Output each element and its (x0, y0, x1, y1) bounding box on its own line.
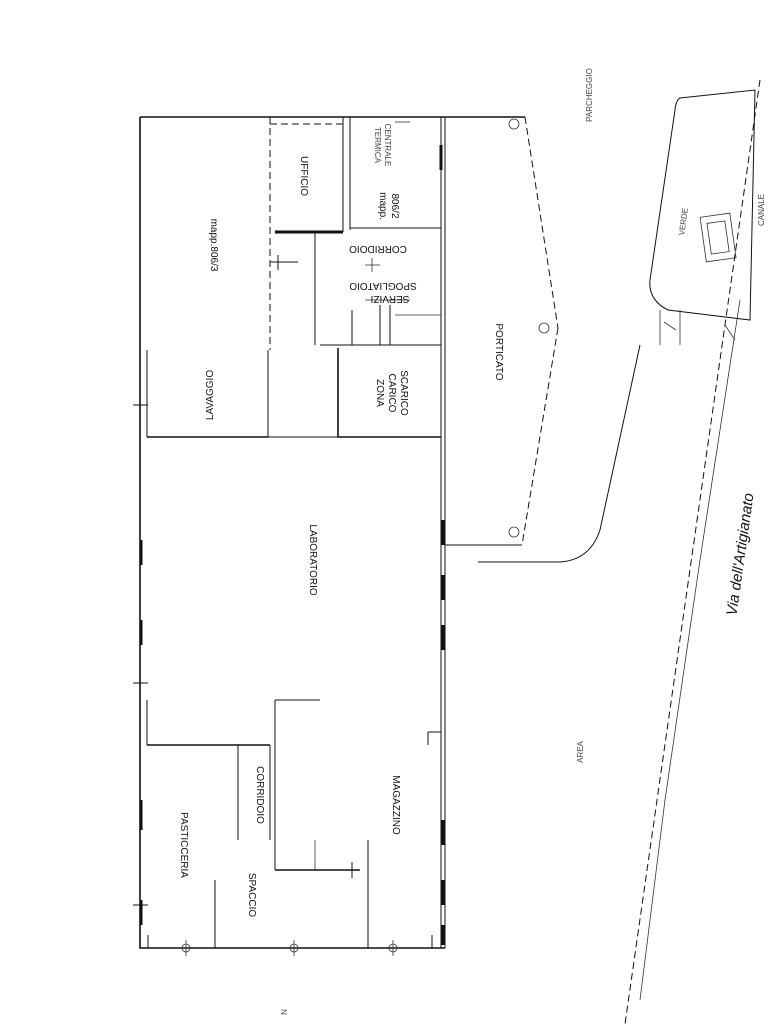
room-label-mapp-806-2b: 806/2 (389, 193, 400, 218)
room-label-corridoio-upper: CORRIDOIO (349, 243, 407, 254)
room-label-mapp-806-2a: mapp. (377, 192, 388, 220)
room-label-carico: CARICO (386, 374, 397, 413)
building-outline (133, 116, 525, 949)
site-label-verde: VERDE (677, 207, 690, 236)
room-label-zona: ZONA (374, 379, 385, 407)
upper-block-walls (147, 117, 298, 438)
site-label-right-edge: CANALE (757, 194, 766, 226)
ufficio-walls (270, 117, 344, 234)
room-label-lavaggio: LAVAGGIO (205, 370, 216, 420)
room-label-scarico: SCARICO (398, 370, 409, 416)
room-label-laboratorio: LABORATORIO (307, 524, 318, 596)
room-label-corridoio-lower: CORRIDOIO (254, 766, 265, 824)
site-label-bottom: N (280, 1009, 289, 1015)
room-label-magazzino: MAGAZZINO (390, 775, 401, 835)
site-boundary (478, 79, 761, 1024)
porticato-outline (445, 116, 559, 546)
room-label-spaccio: SPACCIO (246, 873, 257, 917)
room-label-pasticceria: PASTICCERIA (178, 812, 189, 878)
room-label-centrale-1: CENTRALE (383, 124, 392, 167)
site-label-top-right: PARCHEGGIO (585, 68, 594, 122)
room-label-spogliatoio: SPOGLIATOIO (349, 280, 417, 291)
room-label-ufficio: UFFICIO (298, 156, 309, 196)
lower-block-walls (147, 699, 441, 948)
street-label: Via dell'Artigianato (724, 492, 758, 617)
servizi-walls (314, 232, 441, 346)
room-label-porticato: PORTICATO (493, 323, 504, 380)
room-label-mapp-806-3: mapp.806/3 (208, 219, 219, 272)
centrale-termica-walls (349, 117, 443, 230)
room-label-centrale-2: TERMICA (373, 127, 382, 164)
room-label-servizi: SERVIZI (371, 293, 410, 304)
bottom-door-markers (147, 935, 433, 956)
site-label-area: AREA (576, 740, 585, 762)
